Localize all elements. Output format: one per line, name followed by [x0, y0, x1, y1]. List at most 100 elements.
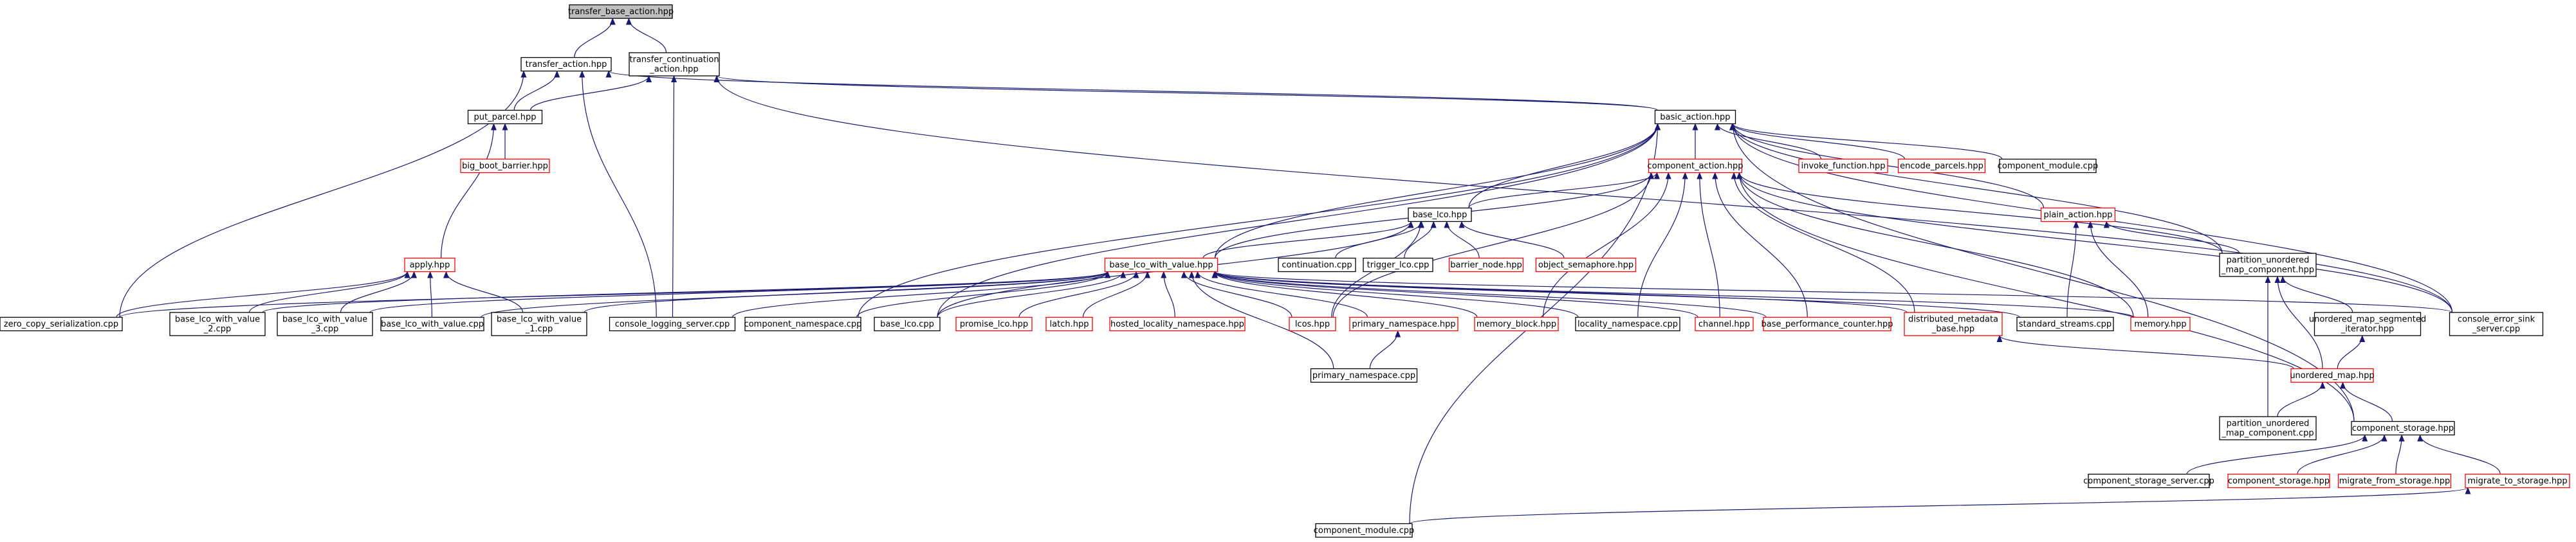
- node-label: _server.cpp: [2472, 325, 2520, 334]
- node-blwv-cpp[interactable]: base_lco_with_value.cpp: [380, 316, 484, 332]
- node-put-parcel[interactable]: put_parcel.hpp: [467, 109, 543, 125]
- edge-unordered-map-to-distributed-metadata: [1996, 335, 2294, 370]
- node-label: unordered_map_segmented: [2309, 315, 2426, 325]
- node-label: migrate_from_storage.hpp: [2339, 476, 2450, 486]
- node-box: [460, 158, 550, 174]
- node-box: [380, 316, 484, 332]
- node-hosted-locality[interactable]: hosted_locality_namespace.hpp: [1109, 316, 1246, 332]
- node-component-namespace[interactable]: component_namespace.cpp: [744, 316, 862, 332]
- node-label: memory_block.hpp: [1477, 320, 1556, 329]
- node-base-lco[interactable]: base_lco.hpp: [1408, 207, 1472, 222]
- node-distributed-metadata[interactable]: distributed_metadata_base.hpp: [1904, 312, 2003, 336]
- edge-zero-copy-to-transfer-action: [119, 70, 527, 318]
- node-box: [744, 316, 861, 332]
- node-unordered-map-segmented[interactable]: unordered_map_segmented_iterator.hpp: [2309, 312, 2426, 336]
- node-basic-action[interactable]: basic_action.hpp: [1654, 109, 1736, 125]
- edge-primary-namespace-hpp-to-base-lco-with-value: [1195, 271, 1368, 318]
- node-blwv-3[interactable]: base_lco_with_value_3.cpp: [277, 312, 373, 336]
- node-box: [0, 316, 123, 332]
- edge-base-lco-to-component-action: [1468, 172, 1660, 208]
- node-partition-unordered-hpp[interactable]: partition_unordered_map_component.hpp: [2219, 253, 2317, 277]
- edge-console-logging-to-transfer-continuation: [671, 75, 677, 318]
- node-standard-streams[interactable]: standard_streams.cpp: [2016, 316, 2114, 332]
- node-continuation-cpp[interactable]: continuation.cpp: [1278, 257, 1356, 273]
- node-label: invoke_function.hpp: [1801, 161, 1885, 171]
- edge-base-performance-counter-to-component-action: [1712, 172, 1808, 318]
- node-component-storage-red[interactable]: component_storage.hpp: [2227, 473, 2330, 489]
- node-memory-hpp[interactable]: memory.hpp: [2130, 316, 2191, 332]
- node-box: [1109, 316, 1246, 332]
- node-channel[interactable]: channel.hpp: [1695, 316, 1754, 332]
- node-component-storage[interactable]: component_storage.hpp: [2351, 420, 2455, 436]
- node-big-boot-barrier[interactable]: big_boot_barrier.hpp: [460, 158, 550, 174]
- edge-base-lco-with-value-to-base-lco: [1202, 221, 1414, 258]
- node-box: [1363, 257, 1433, 273]
- node-console-error-sink[interactable]: console_error_sink_server.cpp: [2449, 312, 2544, 336]
- node-plain-action[interactable]: plain_action.hpp: [2040, 207, 2116, 222]
- node-box: [1648, 158, 1743, 174]
- node-transfer-action[interactable]: transfer_action.hpp: [520, 57, 612, 72]
- node-base-lco-with-value[interactable]: base_lco_with_value.hpp: [1104, 257, 1219, 273]
- node-locality-namespace[interactable]: locality_namespace.cpp: [1575, 316, 1680, 332]
- node-label: transfer_base_action.hpp: [568, 7, 674, 17]
- node-primary-namespace-hpp[interactable]: primary_namespace.hpp: [1349, 316, 1458, 332]
- edge-memory-block-to-base-lco-with-value: [1211, 271, 1478, 318]
- node-label: latch.hpp: [1050, 320, 1089, 329]
- node-label: base_lco_with_value.hpp: [1109, 260, 1213, 270]
- node-apply[interactable]: apply.hpp: [404, 257, 455, 273]
- node-box: [569, 4, 673, 19]
- node-box: [2449, 312, 2544, 336]
- node-partition-unordered-cpp[interactable]: partition_unordered_map_component.cpp: [2219, 416, 2317, 440]
- node-zero-copy[interactable]: zero_copy_serialization.cpp: [0, 316, 123, 332]
- node-label: distributed_metadata: [1908, 315, 1998, 325]
- node-label: basic_action.hpp: [1660, 113, 1730, 122]
- node-transfer-base-action[interactable]: transfer_base_action.hpp: [568, 4, 674, 19]
- node-label: _3.cpp: [311, 325, 339, 334]
- node-transfer-continuation[interactable]: transfer_continuation_action.hpp: [629, 52, 720, 77]
- edge-component-namespace-to-base-lco-with-value: [856, 271, 1110, 318]
- node-base-performance-counter[interactable]: base_performance_counter.hpp: [1762, 316, 1893, 332]
- edge-base-lco-to-basic-action: [1468, 123, 1661, 208]
- node-migrate-to-storage[interactable]: migrate_to_storage.hpp: [2465, 473, 2570, 489]
- node-label: partition_unordered: [2227, 256, 2310, 266]
- node-component-storage-server[interactable]: component_storage_server.cpp: [2083, 473, 2214, 489]
- node-lcos[interactable]: lcos.hpp: [1289, 316, 1336, 332]
- edge-partition-unordered-cpp-to-unordered-map: [2277, 381, 2326, 417]
- node-box: [1289, 316, 1336, 332]
- node-memory-block[interactable]: memory_block.hpp: [1474, 316, 1559, 332]
- node-label: base_lco_with_value.cpp: [381, 320, 484, 329]
- edge-apply-to-put-parcel: [440, 123, 497, 258]
- node-box: [1904, 312, 2003, 336]
- node-console-logging[interactable]: console_logging_server.cpp: [609, 316, 736, 332]
- node-box: [1310, 368, 1418, 383]
- node-component-module-cpp-top[interactable]: component_module.cpp: [1998, 158, 2099, 174]
- node-primary-namespace-cpp[interactable]: primary_namespace.cpp: [1310, 368, 1418, 383]
- node-label: transfer_continuation: [629, 55, 719, 65]
- node-encode-parcels[interactable]: encode_parcels.hpp: [1897, 158, 1986, 174]
- node-base-lco-cpp[interactable]: base_lco.cpp: [874, 316, 941, 332]
- node-invoke-function[interactable]: invoke_function.hpp: [1798, 158, 1888, 174]
- edge-blwv-2-to-base-lco-with-value: [262, 271, 1110, 313]
- node-migrate-from-storage[interactable]: migrate_from_storage.hpp: [2337, 473, 2452, 489]
- node-box: [491, 312, 587, 336]
- node-trigger-lco[interactable]: trigger_lco.cpp: [1363, 257, 1433, 273]
- node-label: standard_streams.cpp: [2019, 320, 2111, 329]
- edge-blwv-3-to-base-lco-with-value: [369, 271, 1110, 313]
- node-label: hosted_locality_namespace.hpp: [1110, 320, 1244, 329]
- node-barrier-node[interactable]: barrier_node.hpp: [1448, 257, 1524, 273]
- node-box: [520, 57, 612, 72]
- node-promise-lco[interactable]: promise_lco.hpp: [955, 316, 1033, 332]
- node-blwv-2[interactable]: base_lco_with_value_2.cpp: [169, 312, 266, 336]
- edge-basic-action-to-transfer-continuation: [714, 75, 1659, 111]
- node-box: [1897, 158, 1986, 174]
- node-blwv-1[interactable]: base_lco_with_value_1.cpp: [491, 312, 587, 336]
- node-box: [2314, 312, 2422, 336]
- node-object-semaphore[interactable]: object_semaphore.hpp: [1535, 257, 1637, 273]
- node-box: [2465, 473, 2570, 489]
- node-label: continuation.cpp: [1282, 260, 1352, 270]
- node-component-module-cpp-bottom[interactable]: component_module.cpp: [1314, 523, 1415, 538]
- node-unordered-map[interactable]: unordered_map.hpp: [2290, 368, 2375, 383]
- node-latch[interactable]: latch.hpp: [1045, 316, 1093, 332]
- node-component-action[interactable]: component_action.hpp: [1648, 158, 1743, 174]
- node-label: primary_namespace.hpp: [1352, 320, 1455, 329]
